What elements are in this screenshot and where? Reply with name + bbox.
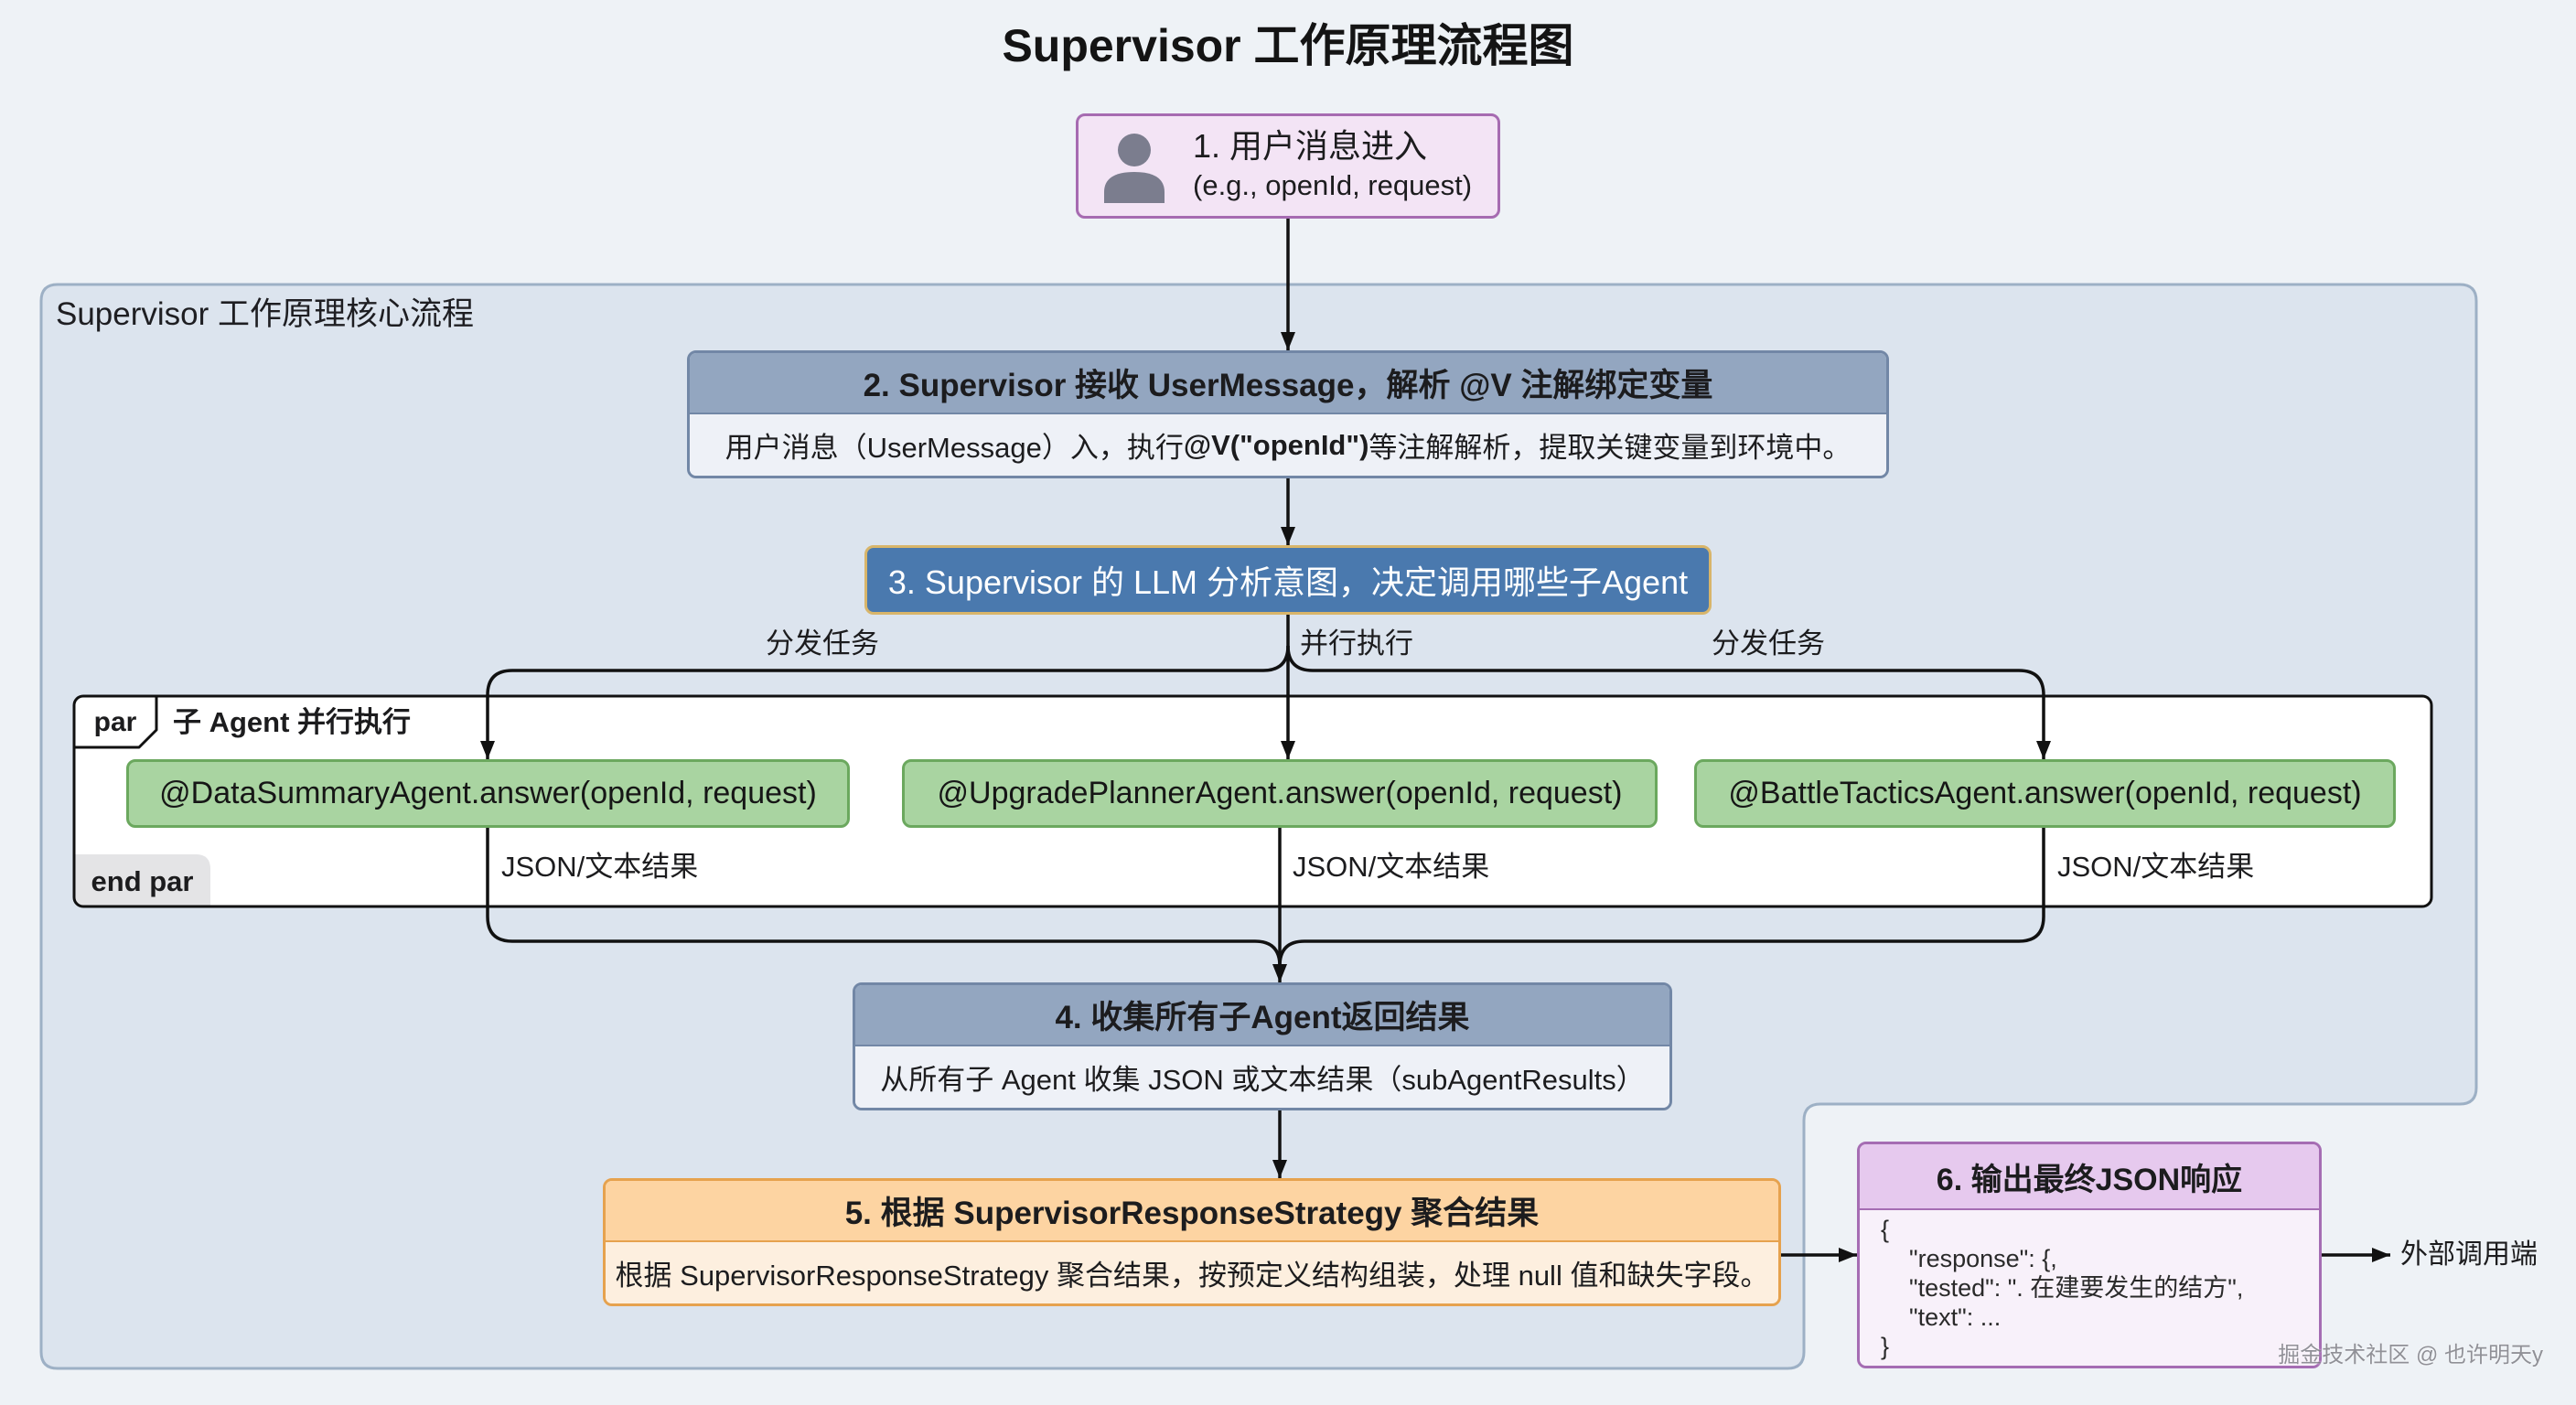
agent-1-result-label: JSON/文本结果: [501, 851, 699, 883]
watermark: 掘金技术社区 @ 也许明天y: [2278, 1343, 2543, 1367]
input-step-text: 1. 用户消息进入 (e.g., openId, request): [1193, 126, 1472, 205]
line-agent-3-to-collect: [1278, 828, 2045, 967]
user-icon: [1104, 134, 1165, 203]
agent-data-summary: @DataSummaryAgent.answer(openId, request…: [126, 759, 850, 828]
aggregate-step-title: 5. 根据 SupervisorResponseStrategy 聚合结果: [606, 1181, 1778, 1242]
par-tag-border: [74, 696, 158, 749]
arrow-decide-to-agent-3: [1286, 645, 2051, 759]
collect-step-title: 4. 收集所有子Agent返回结果: [855, 985, 1669, 1046]
code-line: }: [1881, 1333, 1890, 1360]
parse-step-body-start: 用户消息（UserMessage）入，执行: [724, 432, 1184, 464]
fan-out-right-label: 分发任务: [1712, 627, 1825, 660]
agent-upgrade-planner: @UpgradePlannerAgent.answer(openId, requ…: [902, 759, 1658, 828]
fan-out-center-label: 并行执行: [1300, 627, 1413, 660]
code-line: "response": {,: [1909, 1245, 2057, 1272]
par-frame-border: [72, 694, 2433, 908]
agent-3-result-label: JSON/文本结果: [2057, 851, 2255, 883]
end-par-tag-fill: [74, 854, 210, 906]
input-step-box: 1. 用户消息进入 (e.g., openId, request): [1076, 113, 1500, 219]
code-line: {: [1881, 1216, 1890, 1243]
output-step-box: 6. 输出最终JSON响应 { "response": {, "tested":…: [1857, 1142, 2322, 1368]
fan-out-left-label: 分发任务: [766, 627, 879, 660]
output-json-sample: { "response": {, "tested": ". 在建要发生的结方",…: [1860, 1210, 2319, 1366]
code-line: "tested": ". 在建要发生的结方",: [1909, 1274, 2244, 1302]
collect-step-box: 4. 收集所有子Agent返回结果 从所有子 Agent 收集 JSON 或文本…: [853, 982, 1672, 1110]
page-title: Supervisor 工作原理流程图: [1002, 20, 1574, 71]
input-step-subtitle: (e.g., openId, request): [1193, 169, 1473, 201]
parse-step-body: 用户消息（UserMessage）入，执行 @V("openId") 等注解解析…: [690, 414, 1886, 476]
arrow-decide-to-agent-1: [480, 645, 1290, 759]
parse-step-body-end: 等注解解析，提取关键变量到环境中。: [1368, 432, 1852, 464]
aggregate-step-box: 5. 根据 SupervisorResponseStrategy 聚合结果 根据…: [603, 1178, 1781, 1306]
parse-step-annotation: @V("openId"): [1183, 428, 1369, 461]
output-step-title: 6. 输出最终JSON响应: [1860, 1144, 2319, 1210]
parse-step-title: 2. Supervisor 接收 UserMessage，解析 @V 注解绑定变…: [690, 353, 1886, 414]
line-agent-1-to-collect: [486, 828, 1282, 967]
input-step-title: 1. 用户消息进入: [1193, 127, 1428, 165]
code-line: "text": ...: [1909, 1303, 2002, 1331]
agent-2-result-label: JSON/文本结果: [1293, 851, 1490, 883]
core-group-label: Supervisor 工作原理核心流程: [56, 296, 475, 332]
external-caller-label: 外部调用端: [2400, 1239, 2538, 1270]
parse-step-box: 2. Supervisor 接收 UserMessage，解析 @V 注解绑定变…: [687, 350, 1889, 478]
collect-step-body: 从所有子 Agent 收集 JSON 或文本结果（subAgentResults…: [855, 1046, 1669, 1108]
agent-battle-tactics: @BattleTacticsAgent.answer(openId, reque…: [1694, 759, 2396, 828]
par-tag: par: [93, 707, 137, 737]
aggregate-step-body: 根据 SupervisorResponseStrategy 聚合结果，按预定义结…: [606, 1242, 1778, 1303]
decide-step-box: 3. Supervisor 的 LLM 分析意图，决定调用哪些子Agent: [864, 545, 1712, 615]
par-label: 子 Agent 并行执行: [173, 706, 412, 738]
end-par-tag: end par: [91, 865, 194, 897]
